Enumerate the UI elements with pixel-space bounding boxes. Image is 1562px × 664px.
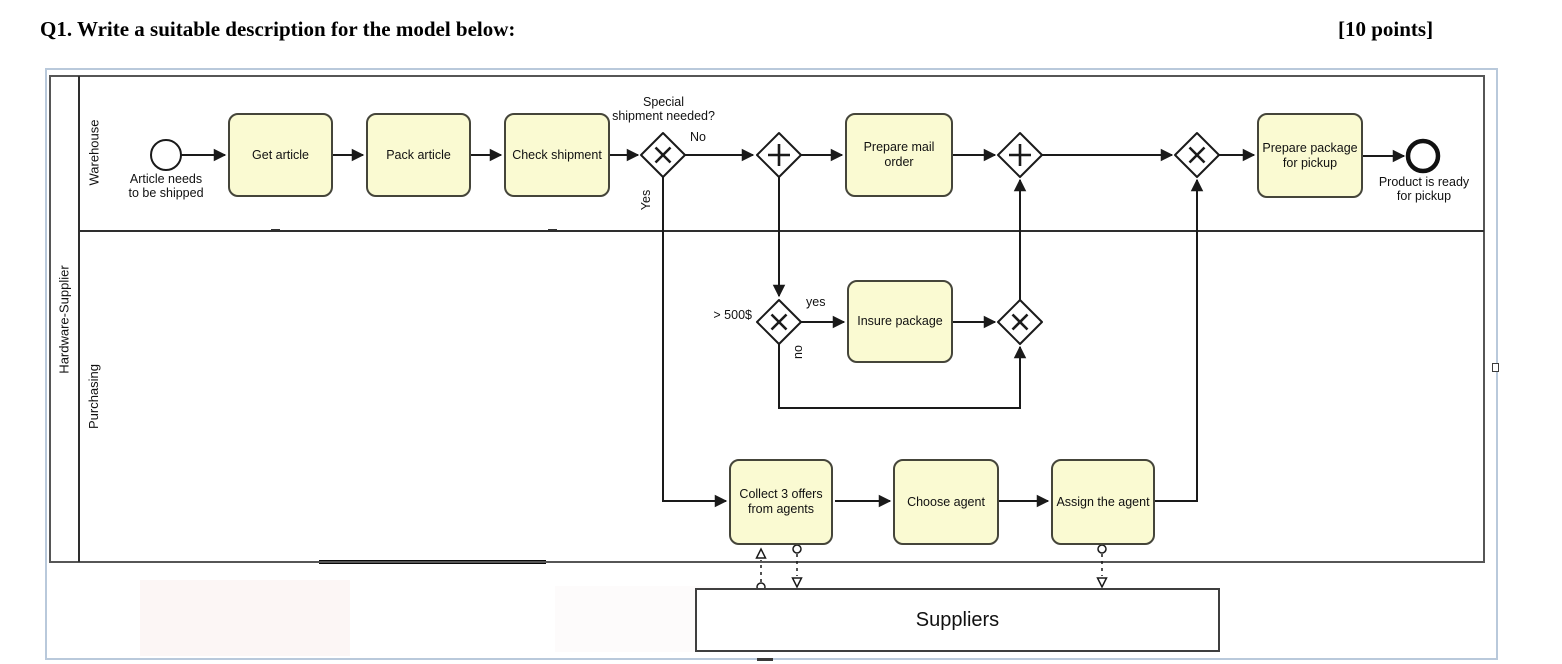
end-event-label: Product is ready for pickup — [1378, 175, 1470, 203]
edge-label-yes-lower: yes — [806, 295, 826, 309]
scan-artifact — [140, 580, 350, 656]
edge-label-yes: Yes — [639, 189, 653, 211]
task-check-shipment: Check shipment — [504, 113, 610, 197]
task-prepare-mail-order: Prepare mail order — [845, 113, 953, 197]
lane-divider — [80, 230, 1484, 232]
task-choose-agent: Choose agent — [893, 459, 999, 545]
start-event-label: Article needs to be shipped — [128, 172, 204, 200]
question-title: Q1. Write a suitable description for the… — [40, 17, 516, 41]
lane-warehouse-label: Warehouse — [86, 119, 102, 186]
task-assign-agent: Assign the agent — [1051, 459, 1155, 545]
task-prepare-package-pickup: Prepare package for pickup — [1257, 113, 1363, 198]
resize-handle[interactable] — [1492, 363, 1499, 372]
task-insure-package: Insure package — [847, 280, 953, 363]
edge-label-yes-rotated: Yes — [634, 180, 658, 220]
border-smudge — [757, 658, 773, 661]
lane-warehouse: Warehouse — [80, 77, 108, 228]
lane-purchasing-label: Purchasing — [86, 363, 102, 430]
task-collect-offers: Collect 3 offers from agents — [729, 459, 833, 545]
edge-label-no: No — [690, 130, 706, 144]
edge-label-no-lower: no — [791, 345, 805, 359]
task-get-article: Get article — [228, 113, 333, 197]
scan-artifact — [555, 586, 720, 652]
gateway-question-label: Special shipment needed? — [612, 95, 715, 123]
points-badge: [10 points] — [1338, 17, 1434, 41]
pool-name: Hardware-Supplier — [57, 264, 73, 374]
lane-purchasing: Purchasing — [80, 232, 108, 561]
pool-suppliers: Suppliers — [695, 588, 1220, 652]
task-pack-article: Pack article — [366, 113, 471, 197]
pool-label-divider — [78, 76, 80, 562]
gateway-500-label: > 500$ — [713, 308, 752, 322]
edge-label-no-rotated: no — [787, 334, 809, 370]
pool-hardware-supplier — [49, 75, 1485, 563]
pool-name-band: Hardware-Supplier — [51, 77, 78, 561]
